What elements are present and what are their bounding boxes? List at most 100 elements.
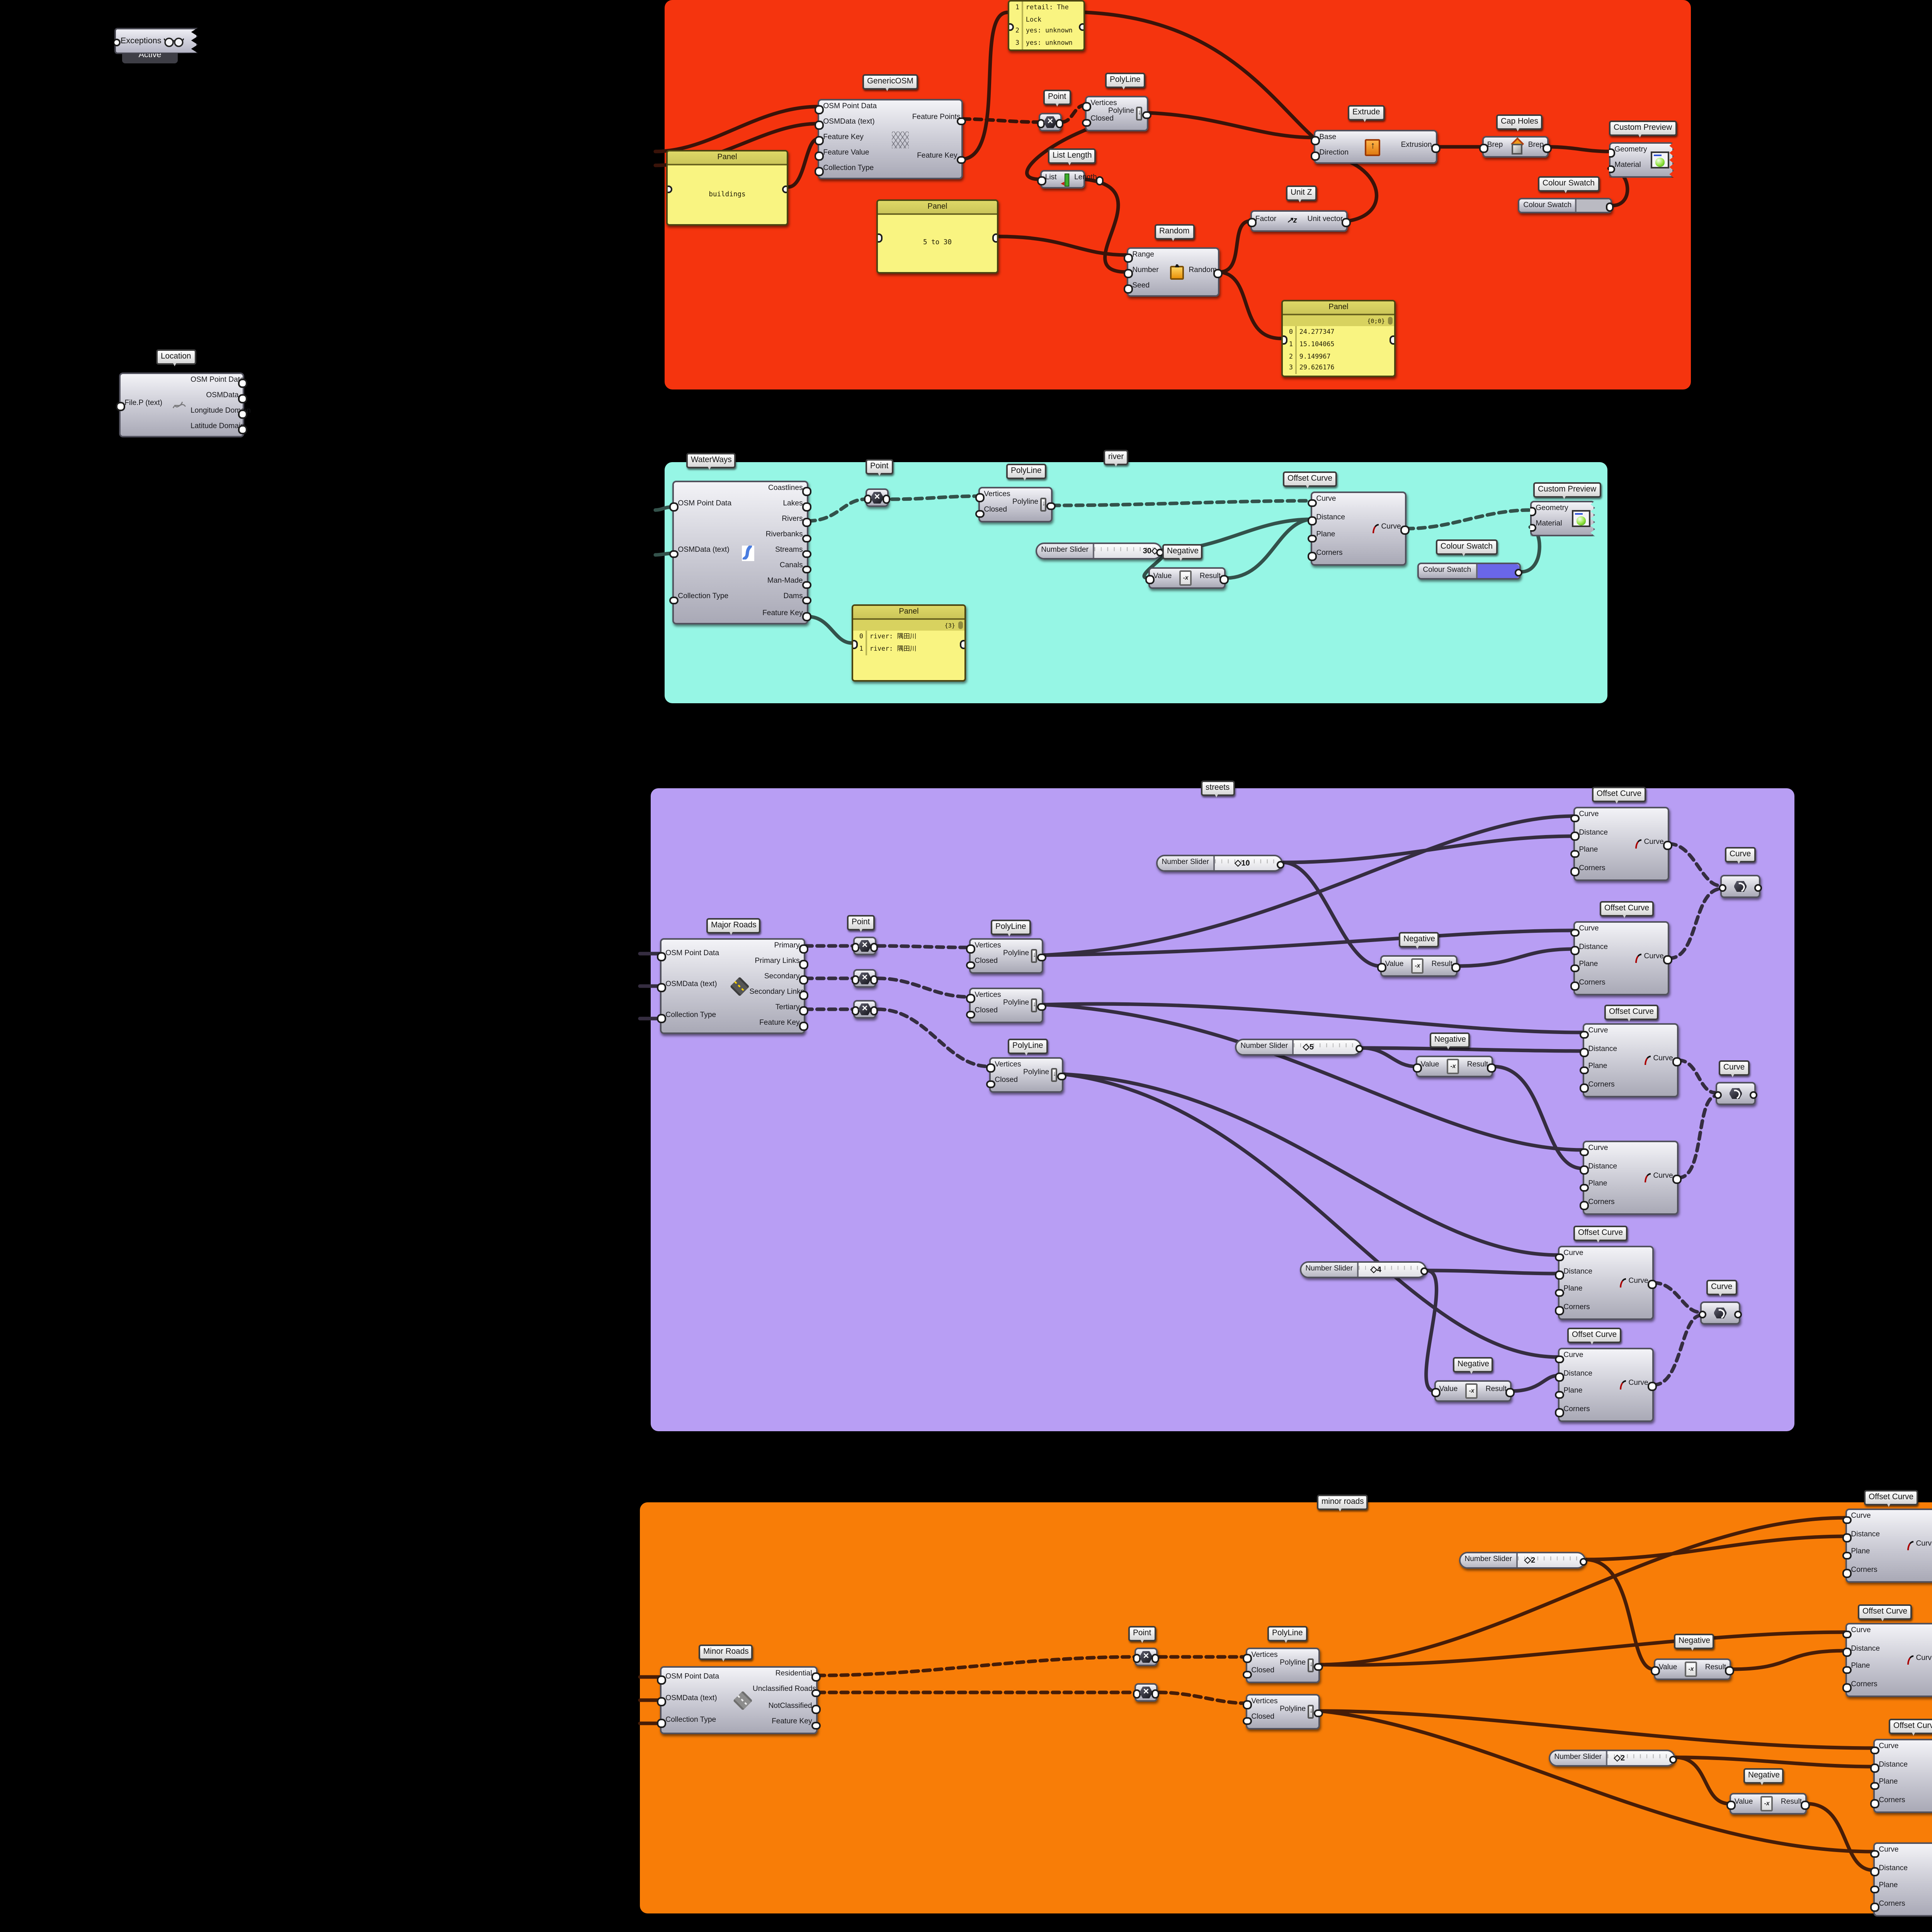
slider-track[interactable]: 30	[1094, 544, 1161, 558]
expand-button[interactable]	[1308, 1658, 1315, 1672]
input-port[interactable]: Closed	[1082, 117, 1119, 127]
slider-track[interactable]: 10	[1214, 856, 1281, 870]
input-port[interactable]: Curve	[1555, 1251, 1616, 1262]
point-param[interactable]	[1132, 1683, 1160, 1702]
output-port[interactable]: Feature Key	[754, 610, 811, 621]
output-port[interactable]: Polyline	[1280, 1705, 1323, 1719]
input-port[interactable]: Curve	[1580, 1146, 1640, 1156]
input-port[interactable]: OSMData (text)	[657, 981, 732, 992]
number-slider[interactable]: Number Slider 30	[1036, 543, 1165, 560]
input-port[interactable]: Distance	[1580, 1046, 1640, 1057]
output-port[interactable]: Man-Made	[754, 579, 811, 589]
input-port[interactable]: Corners	[1571, 866, 1631, 876]
major-roads-component[interactable]: OSM Point Data OSMData (text) Collection…	[657, 938, 808, 1034]
expand-button[interactable]	[1136, 107, 1143, 121]
input-port[interactable]: Value	[1146, 573, 1175, 583]
input-port[interactable]: Value	[1378, 961, 1407, 971]
group-buildings[interactable]	[665, 0, 1691, 389]
output-port[interactable]: Curve	[1903, 1655, 1932, 1665]
number-slider[interactable]: Number Slider 5	[1235, 1039, 1364, 1056]
generic-osm-component[interactable]: OSM Point Data OSMData (text) Feature Ke…	[815, 99, 966, 179]
output-port[interactable]: Polyline	[1023, 1068, 1067, 1082]
output-port[interactable]: Secondary	[745, 973, 808, 984]
input-port[interactable]: Material	[1530, 522, 1572, 532]
output-port[interactable]: Primary Links	[745, 958, 808, 968]
output-port[interactable]: Curve	[1616, 1379, 1656, 1390]
input-port[interactable]: Vertices	[966, 943, 1009, 953]
output-port[interactable]: OSM Point Data	[187, 377, 247, 387]
offset-curve-component[interactable]: Curve Distance Plane Corners Curve	[1580, 1141, 1681, 1215]
output-port[interactable]: Feature Key	[745, 1020, 808, 1030]
offset-curve-component[interactable]: Curve Distance Plane Corners Curve	[1871, 1739, 1932, 1813]
output-port[interactable]: Canals	[754, 563, 811, 573]
input-port[interactable]: Collection Type	[657, 1717, 735, 1727]
slider-track[interactable]: 2	[1607, 1751, 1674, 1765]
input-port[interactable]: Geometry	[1609, 147, 1651, 157]
scrollbar[interactable]	[1387, 316, 1393, 325]
output-port[interactable]: Coastlines	[754, 485, 811, 495]
input-port[interactable]: Value	[1413, 1061, 1442, 1072]
curve-param[interactable]	[1698, 1301, 1743, 1325]
output-port[interactable]: Latitude Domain	[187, 423, 247, 434]
output-port[interactable]: Curve	[1903, 1540, 1932, 1551]
input-port[interactable]: Collection Type	[815, 165, 891, 175]
input-port[interactable]: Distance	[1308, 515, 1368, 525]
panel-buildings[interactable]: Panel buildings	[666, 150, 788, 226]
input-port[interactable]: Curve	[1871, 1848, 1931, 1858]
exceptions-param[interactable]: Exceptions	[114, 28, 198, 54]
output-port[interactable]: Result	[1196, 573, 1228, 583]
output-port[interactable]: Tertiary	[745, 1004, 808, 1015]
input-port[interactable]: Plane	[1308, 532, 1368, 543]
output-port[interactable]: Result	[1777, 1799, 1810, 1809]
group-river[interactable]	[665, 462, 1607, 703]
output-port[interactable]: Longitude Domain	[187, 408, 251, 418]
unit-z-component[interactable]: Factor ↗z Unit vector	[1248, 210, 1351, 232]
input-port[interactable]: Plane	[1580, 1182, 1640, 1192]
input-port[interactable]: Value	[1727, 1799, 1756, 1809]
slider-thumb[interactable]	[1524, 1556, 1531, 1565]
random-component[interactable]: Range Number Seed Random	[1124, 247, 1221, 297]
panel-value[interactable]: 5 to 30	[923, 240, 952, 248]
input-port[interactable]: Vertices	[986, 1062, 1029, 1072]
point-param[interactable]	[851, 1000, 879, 1019]
slider-track[interactable]: 4	[1358, 1263, 1425, 1277]
slider-track[interactable]: 5	[1293, 1040, 1360, 1054]
input-port[interactable]: Curve	[1871, 1744, 1931, 1755]
expand-button[interactable]	[1051, 1068, 1058, 1082]
negative-component[interactable]: Value Result	[1378, 955, 1460, 977]
input-port[interactable]: Base	[1311, 134, 1365, 145]
input-port[interactable]: Plane	[1555, 1287, 1616, 1297]
input-port[interactable]: Vertices	[1243, 1652, 1285, 1663]
input-port[interactable]: Plane	[1843, 1549, 1903, 1560]
output-port[interactable]: Curve	[1640, 1172, 1681, 1183]
swatch-color[interactable]	[1475, 564, 1519, 578]
output-port[interactable]: Brep	[1525, 142, 1551, 152]
input-port[interactable]: Curve	[1571, 927, 1631, 937]
point-param[interactable]	[851, 969, 879, 988]
input-port[interactable]: OSM Point Data	[670, 501, 742, 511]
input-port[interactable]: Vertices	[966, 992, 1009, 1003]
output-port[interactable]: Polyline	[1003, 998, 1047, 1012]
slider-thumb[interactable]	[1370, 1265, 1377, 1274]
negative-component[interactable]: Value Result	[1651, 1658, 1734, 1680]
output-port[interactable]: Feature Key	[749, 1719, 820, 1730]
input-port[interactable]: File.P (text)	[116, 400, 171, 410]
point-param[interactable]	[1036, 113, 1064, 131]
input-port[interactable]: OSMData (text)	[670, 548, 742, 558]
slider-thumb[interactable]	[1614, 1753, 1621, 1763]
offset-curve-component[interactable]: Curve Distance Plane Corners Curve	[1871, 1842, 1932, 1917]
input-port[interactable]: Distance	[1871, 1762, 1931, 1772]
number-slider[interactable]: Number Slider 2	[1459, 1552, 1588, 1569]
output-port[interactable]: Primary	[745, 942, 808, 953]
polyline-component[interactable]: Vertices Closed Polyline	[1243, 1694, 1323, 1730]
input-port[interactable]: Collection Type	[670, 594, 742, 605]
input-port[interactable]: Plane	[1555, 1389, 1616, 1399]
input-port[interactable]: Feature Key	[815, 134, 891, 145]
input-port[interactable]: Seed	[1124, 282, 1171, 293]
input-port[interactable]: Corners	[1555, 1304, 1616, 1315]
output-port[interactable]: Rivers	[754, 516, 811, 527]
input-port[interactable]: Plane	[1580, 1064, 1640, 1075]
input-port[interactable]: Plane	[1571, 848, 1631, 858]
location-component[interactable]: File.P (text) OSM Point Data OSMData Lon…	[116, 372, 251, 437]
